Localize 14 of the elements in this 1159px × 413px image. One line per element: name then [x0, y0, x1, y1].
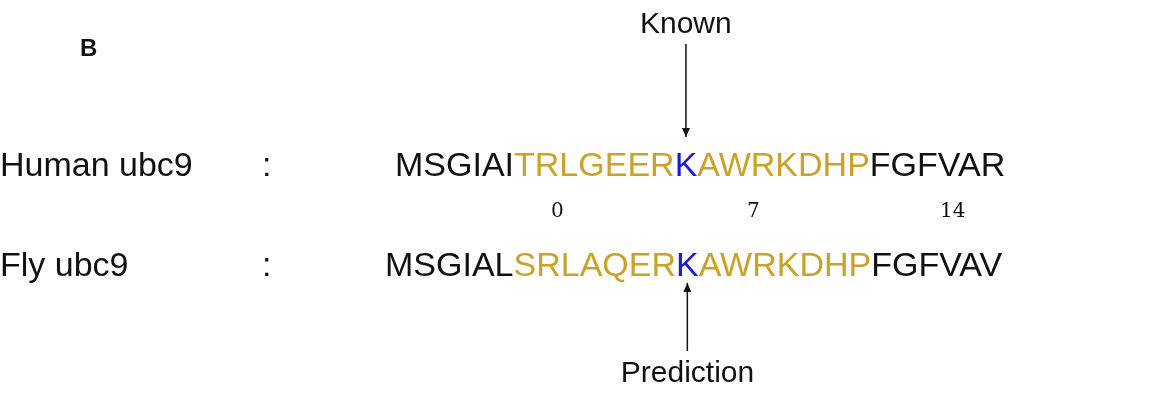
- separator-colon: :: [262, 247, 272, 281]
- sequence-name: Fly ubc9: [0, 247, 129, 281]
- position-number: 0: [551, 200, 564, 220]
- arrow: [681, 43, 690, 138]
- annotation-text: Known: [639, 8, 732, 38]
- position-number: 7: [747, 200, 760, 220]
- arrow: [683, 282, 692, 352]
- annotation-text: Prediction: [620, 357, 755, 387]
- panel-letter: B: [80, 36, 98, 60]
- sequence-text: MSGIAITRLGEERKAWRKDHPFGFVAR: [395, 147, 1006, 181]
- sequence-text: MSGIALSRLAQERKAWRKDHPFGFVAV: [385, 247, 1003, 281]
- position-number: 14: [940, 200, 966, 220]
- sequence-name: Human ubc9: [0, 147, 193, 181]
- separator-colon: :: [262, 147, 272, 181]
